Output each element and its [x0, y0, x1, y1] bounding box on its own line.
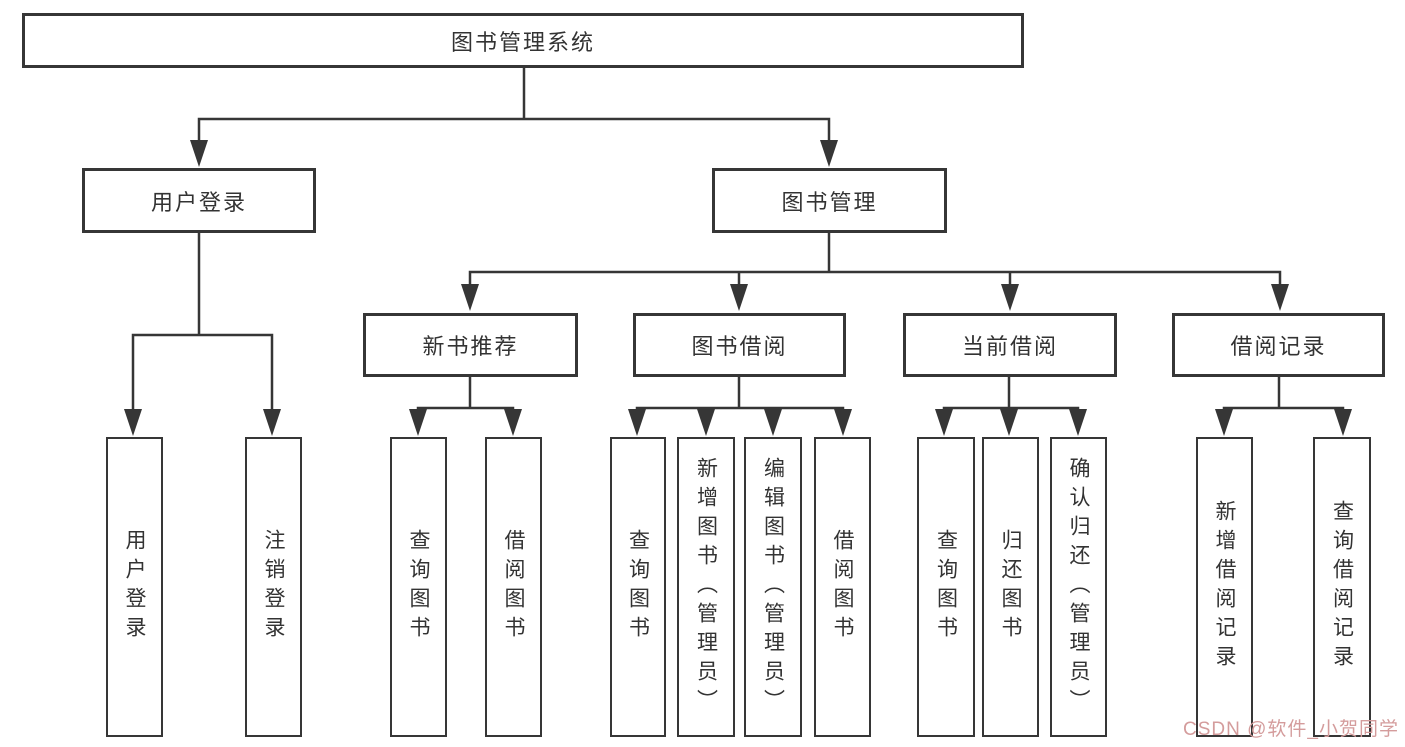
node-root: 图书管理系统: [22, 13, 1024, 68]
leaf-add-borrow-record: 新增借阅记录: [1196, 437, 1253, 737]
arrowheads: [124, 140, 1352, 436]
node-book-management-label: 图书管理: [781, 189, 878, 215]
leaf-borrow-books-label: 借阅图书: [831, 529, 854, 645]
leaf-logout-label: 注销登录: [262, 529, 285, 645]
node-current-borrow: 当前借阅: [903, 313, 1117, 377]
node-new-book-recommend-label: 新书推荐: [422, 334, 519, 359]
node-book-borrow-label: 图书借阅: [691, 334, 788, 359]
leaf-user-login: 用户登录: [106, 437, 163, 737]
leaf-edit-books-admin: 编辑图书（管理员）: [744, 437, 802, 737]
leaf-confirm-return-admin-label: 确认归还（管理员）: [1067, 456, 1090, 718]
node-current-borrow-label: 当前借阅: [961, 334, 1058, 359]
leaf-query-books-recommend-label: 查询图书: [407, 529, 430, 645]
node-user-login: 用户登录: [82, 168, 316, 233]
leaf-add-borrow-record-label: 新增借阅记录: [1213, 500, 1236, 674]
watermark: CSDN @软件_小贺同学: [1183, 719, 1399, 740]
leaf-add-books-admin: 新增图书（管理员）: [677, 437, 735, 737]
leaf-edit-books-admin-label: 编辑图书（管理员）: [761, 456, 785, 718]
leaf-user-login-label: 用户登录: [123, 529, 146, 645]
node-new-book-recommend: 新书推荐: [363, 313, 578, 377]
leaf-query-borrow-record: 查询借阅记录: [1313, 437, 1371, 737]
leaf-query-books-current-label: 查询图书: [934, 529, 958, 645]
node-borrow-records: 借阅记录: [1172, 313, 1385, 377]
node-user-login-label: 用户登录: [150, 189, 247, 215]
leaf-borrow-books: 借阅图书: [814, 437, 871, 737]
leaf-add-books-admin-label: 新增图书（管理员）: [694, 456, 718, 718]
leaf-logout: 注销登录: [245, 437, 302, 737]
leaf-query-books-borrow: 查询图书: [610, 437, 666, 737]
node-root-label: 图书管理系统: [450, 29, 595, 55]
leaf-borrow-books-recommend-label: 借阅图书: [502, 529, 525, 645]
leaf-confirm-return-admin: 确认归还（管理员）: [1050, 437, 1107, 737]
node-borrow-records-label: 借阅记录: [1230, 334, 1327, 359]
leaf-query-books-current: 查询图书: [917, 437, 975, 737]
leaf-return-books-label: 归还图书: [999, 529, 1022, 645]
node-book-borrow: 图书借阅: [633, 313, 846, 377]
leaf-query-borrow-record-label: 查询借阅记录: [1330, 500, 1354, 674]
leaf-query-books-recommend: 查询图书: [390, 437, 447, 737]
node-book-management: 图书管理: [712, 168, 947, 233]
leaf-query-books-borrow-label: 查询图书: [626, 529, 650, 645]
leaf-return-books: 归还图书: [982, 437, 1039, 737]
leaf-borrow-books-recommend: 借阅图书: [485, 437, 542, 737]
